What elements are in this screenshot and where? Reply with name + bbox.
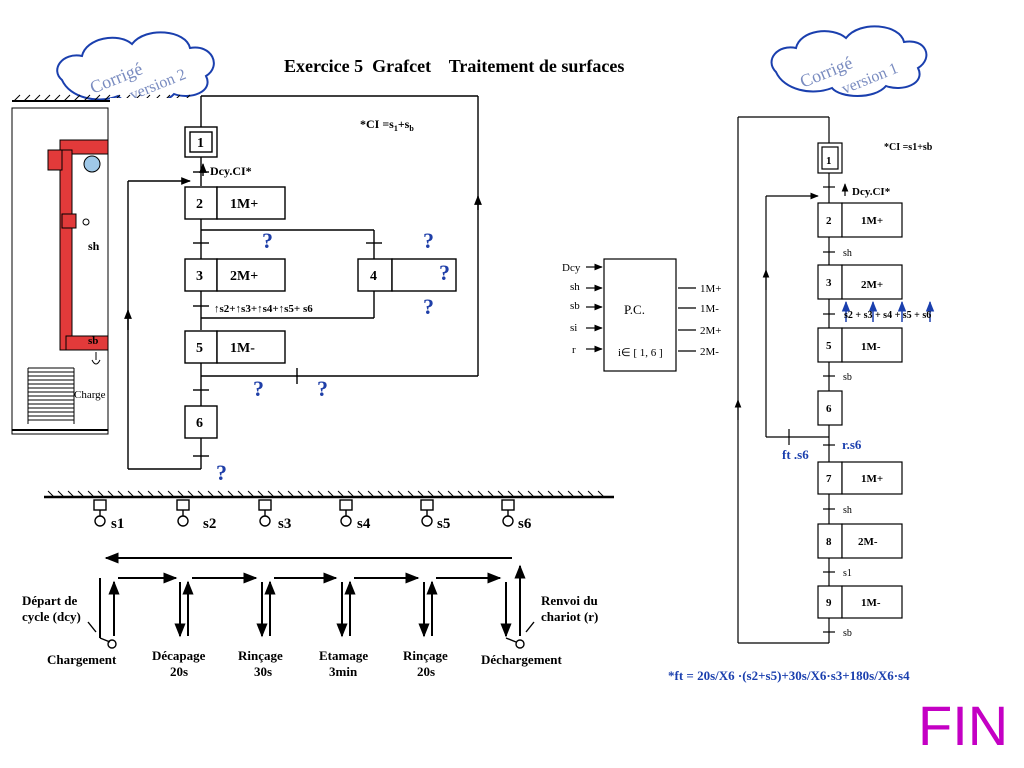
rg-rising-arrows [841, 300, 935, 322]
cloud-right: Corrigé version 1 [770, 25, 928, 98]
rail-station-1: Chargement [47, 652, 117, 667]
rg-t-rs6: r.s6 [842, 437, 862, 452]
lg-question-5: ? [253, 376, 264, 401]
pc-output-1: 1M+ [700, 283, 721, 295]
pc-output-2: 1M- [700, 303, 719, 315]
fin-label: FIN [918, 694, 1009, 757]
left-grafcet-bg [110, 98, 546, 478]
lg-dcy: Dcy.CI* [210, 164, 252, 178]
rg-ci: *CI =s1+sb [884, 142, 933, 153]
lg-step-5-num: 5 [196, 341, 203, 356]
rg-step-8: 8 [826, 536, 832, 548]
rail-station-2-time: 20s [170, 664, 188, 679]
pc-range: i∈ [ 1, 6 ] [618, 347, 663, 359]
lg-question-1: ? [262, 228, 273, 253]
rail-depart-2: cycle (dcy) [22, 609, 81, 624]
lg-question-6: ? [317, 376, 328, 401]
rail-station-5-time: 20s [417, 664, 435, 679]
rg-dcy: Dcy.CI* [852, 186, 891, 198]
rg-step-9-action: 1M- [861, 597, 881, 609]
pc-label: P.C. [624, 302, 645, 317]
lg-step-2-action: 1M+ [230, 197, 258, 212]
machine-sb: sb [88, 335, 98, 347]
rail-diagram: s1 s2 s3 s4 s5 s6 [0, 482, 626, 694]
rail-sensor-s2: s2 [203, 516, 216, 532]
rg-step-3-action: 2M+ [861, 279, 883, 291]
rg-step-5-action: 1M- [861, 341, 881, 353]
pc-output-3: 2M+ [700, 325, 721, 337]
lg-step-2-num: 2 [196, 197, 203, 212]
rail-station-2: Décapage [152, 648, 206, 663]
rg-step-8-action: 2M- [858, 536, 878, 548]
rg-t-s1: s1 [843, 568, 852, 579]
rg-t-sb2: sb [843, 628, 852, 639]
right-grafcet-labels: 1 2 1M+ 3 2M+ 5 1M- 6 7 1M+ 8 2M- 9 1M- … [668, 142, 933, 683]
rg-ft: ft .s6 [782, 447, 809, 462]
cloud-left: Corrigé version 2 [56, 31, 215, 105]
rail-station-3: Rinçage [238, 648, 283, 663]
rg-t-sb: sb [843, 372, 852, 383]
rail-station-3-time: 30s [254, 664, 272, 679]
rail-station-4: Etamage [319, 648, 368, 663]
lg-step-3-num: 3 [196, 269, 203, 284]
left-grafcet-labels: 1 2 1M+ 3 2M+ 4 5 1M- 6 Dcy.CI* ↑s2+↑s3+… [196, 117, 450, 485]
lg-question-7: ? [216, 460, 227, 485]
rail-sensor-s6: s6 [518, 516, 532, 532]
rail-station-6: Déchargement [481, 652, 563, 667]
rail-sensor-s4: s4 [357, 516, 371, 532]
rg-step-7: 7 [826, 473, 832, 485]
rg-step-2: 2 [826, 215, 832, 227]
pc-input-si: si [570, 322, 577, 334]
rg-t-sh2: sh [843, 505, 852, 516]
rail-renvoi-2: chariot (r) [541, 609, 598, 624]
lg-step-4-num: 4 [370, 269, 377, 284]
rail-sensor-s1: s1 [111, 516, 124, 532]
rg-t-s: s2 + s3 + s4 + s5 + s6 [844, 310, 931, 321]
rg-step-3: 3 [826, 277, 832, 289]
rail-sensor-s5: s5 [437, 516, 450, 532]
rg-t-sh: sh [843, 248, 852, 259]
pc-input-r: r [572, 344, 576, 356]
lg-step-3-action: 2M+ [230, 269, 258, 284]
rg-step-1: 1 [826, 155, 832, 167]
pc-output-4: 2M- [700, 346, 719, 358]
lg-ci: *CI =s1+sb [360, 117, 414, 133]
rg-step-5: 5 [826, 340, 832, 352]
lg-question-4: ? [423, 294, 434, 319]
pc-labels: P.C. i∈ [ 1, 6 ] Dcy sh sb si r 1M+ 1M- … [562, 262, 721, 359]
rg-step-9: 9 [826, 597, 832, 609]
pc-block [586, 258, 696, 372]
rg-step-6: 6 [826, 403, 832, 415]
rail-renvoi-1: Renvoi du [541, 593, 598, 608]
right-grafcet [734, 116, 903, 644]
machine-sh: sh [88, 239, 100, 253]
lg-transition-s: ↑s2+↑s3+↑s4+↑s5+ s6 [214, 303, 313, 315]
rail-depart-1: Départ de [22, 593, 77, 608]
rg-step-7-action: 1M+ [861, 473, 883, 485]
machine-charge: Charge [74, 389, 106, 401]
pc-input-sb: sb [570, 300, 580, 312]
rail-station-4-time: 3min [329, 664, 358, 679]
rail-station-5: Rinçage [403, 648, 448, 663]
lg-question-3: ? [439, 260, 450, 285]
page-title: Exercice 5 Grafcet Traitement de surface… [284, 56, 625, 76]
lg-step-5-action: 1M- [230, 341, 255, 356]
lg-step-6-num: 6 [196, 416, 203, 431]
pc-input-dcy: Dcy [562, 262, 581, 274]
left-grafcet [124, 95, 482, 470]
pc-input-sh: sh [570, 281, 580, 293]
rail-sensor-s3: s3 [278, 516, 291, 532]
lg-step-1-num: 1 [197, 136, 204, 151]
rg-formula: *ft = 20s/X6 ·(s2+s5)+30s/X6·s3+180s/X6·… [668, 668, 910, 683]
rg-step-2-action: 1M+ [861, 215, 883, 227]
lg-question-2: ? [423, 228, 434, 253]
